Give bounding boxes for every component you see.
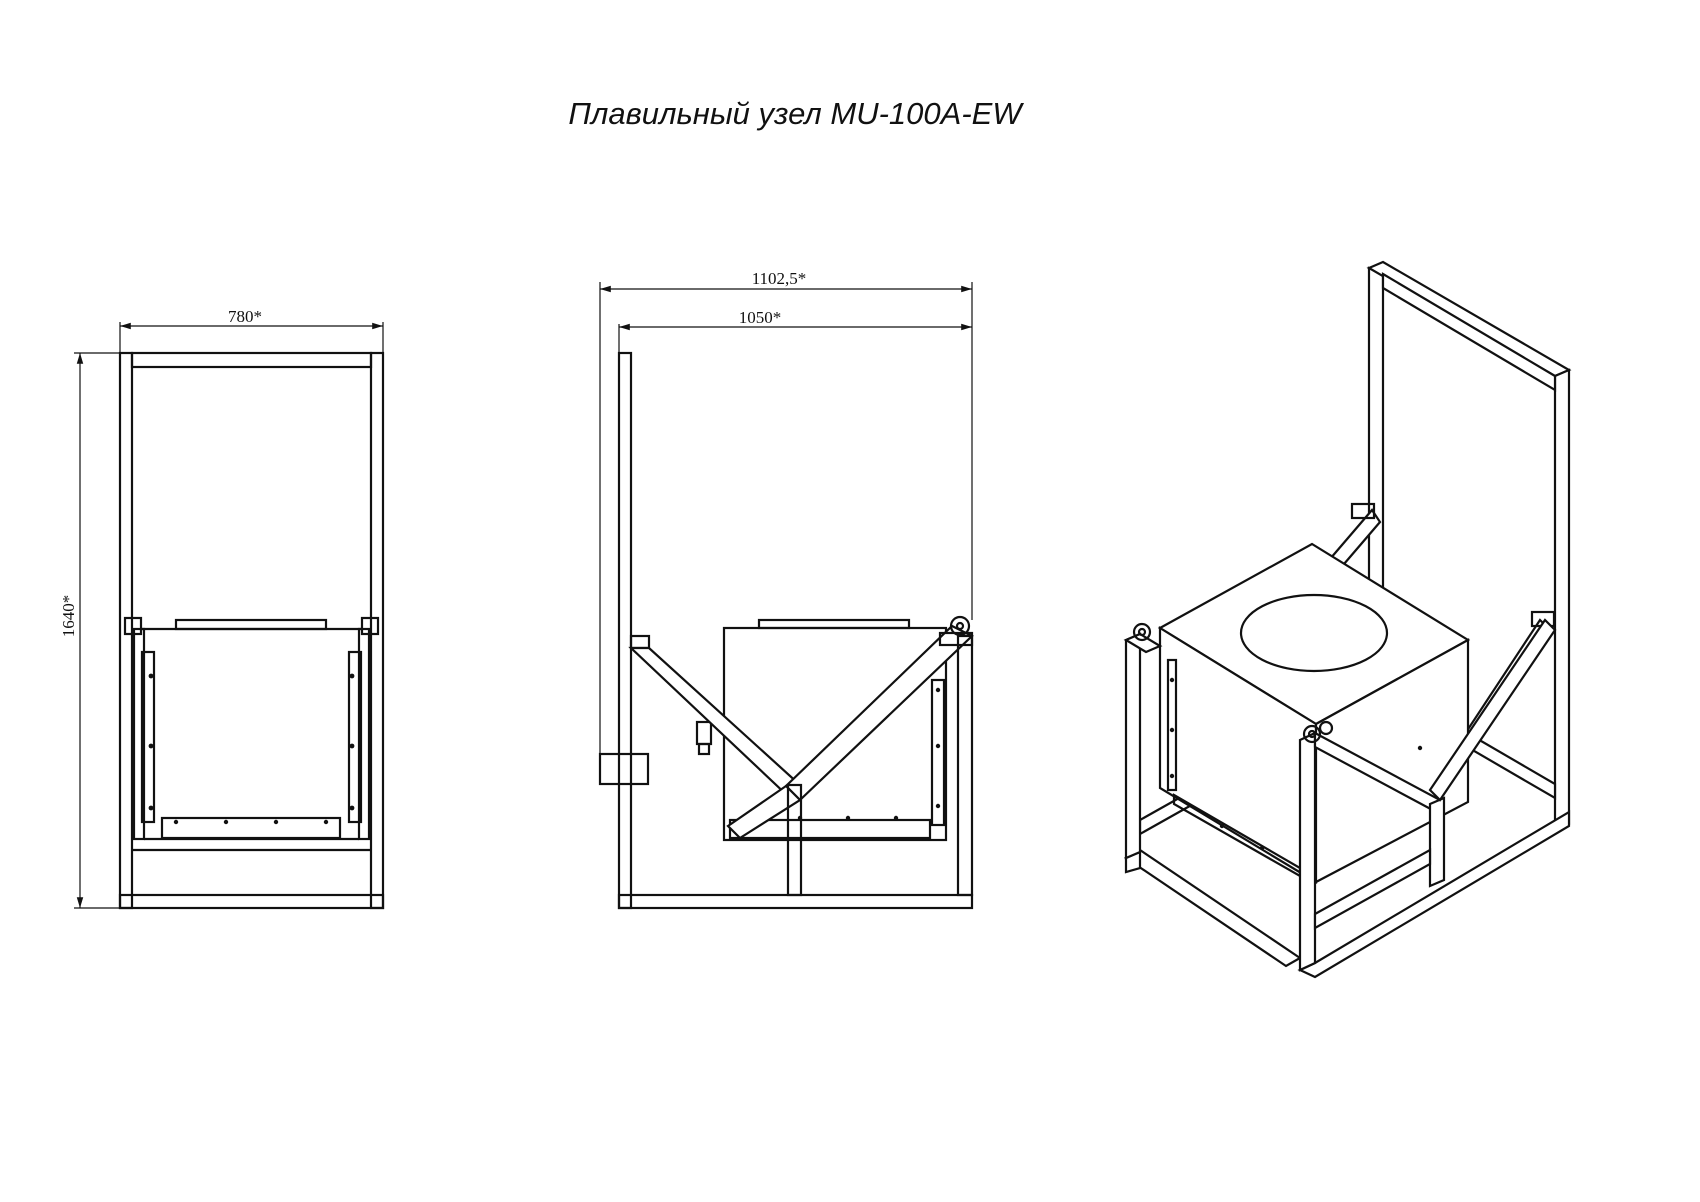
front-width-label: 780* bbox=[228, 307, 262, 326]
side-overall-width-label: 1102,5* bbox=[752, 269, 807, 288]
front-width-dimension: 780* bbox=[119, 307, 384, 360]
side-base-beam bbox=[617, 893, 974, 910]
side-inner-dimension: 1050* bbox=[618, 308, 972, 360]
drawing-title: Плавильный узел MU-100A-EW bbox=[568, 96, 1022, 131]
front-height-label: 1640* bbox=[59, 595, 78, 638]
front-crucible bbox=[123, 616, 380, 841]
front-base-beam bbox=[118, 893, 385, 910]
iso-front-right-post bbox=[1298, 731, 1317, 972]
iso-crucible-opening bbox=[1239, 593, 1389, 673]
side-front-post bbox=[956, 634, 974, 897]
side-rear-brace bbox=[628, 646, 802, 800]
side-bracket bbox=[598, 752, 650, 786]
iso-back-right-post bbox=[1553, 368, 1571, 832]
iso-back-left-post bbox=[1367, 266, 1385, 605]
front-height-dimension: 1640* bbox=[59, 352, 120, 909]
side-rear-post bbox=[617, 351, 633, 910]
iso-hinge-left bbox=[1132, 622, 1152, 642]
isometric-view bbox=[1123, 260, 1572, 979]
iso-hinge-right bbox=[1302, 724, 1322, 744]
side-view: 1102,5* 1050* bbox=[598, 269, 974, 910]
side-inner-width-label: 1050* bbox=[739, 308, 782, 327]
side-hinge bbox=[949, 615, 971, 637]
side-mid-post bbox=[786, 783, 803, 897]
iso-front-left-post bbox=[1124, 632, 1142, 860]
side-overall-dimension: 1102,5* bbox=[599, 269, 973, 760]
front-top-beam bbox=[130, 351, 373, 369]
front-view: 780* 1640* bbox=[59, 307, 385, 910]
